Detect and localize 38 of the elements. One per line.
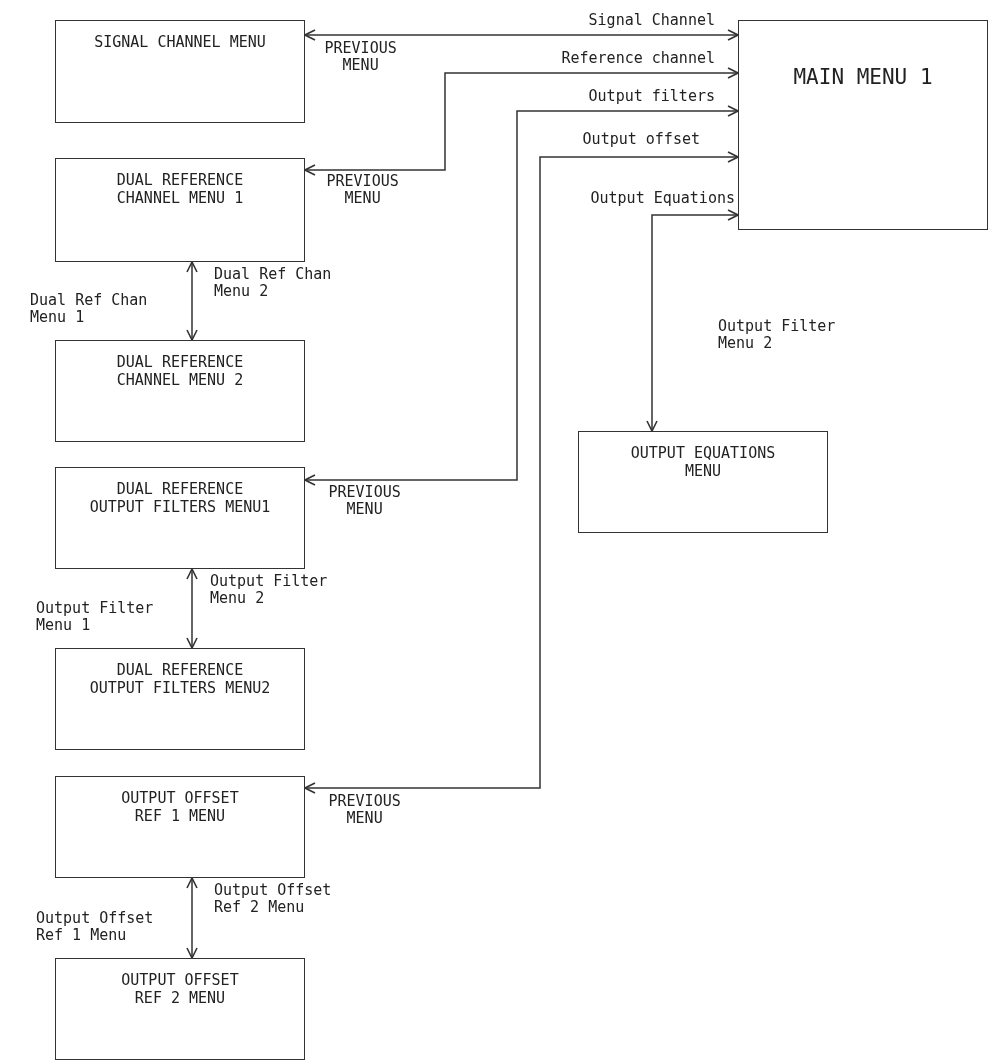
menu-box: [578, 431, 828, 533]
menu-title: MAIN MENU 1: [793, 65, 933, 91]
menu-title: DUAL REFERENCE CHANNEL MENU 2: [115, 353, 245, 389]
arrow-label: PREVIOUS MENU: [327, 793, 402, 828]
menu-box: [55, 158, 305, 262]
edge-label: Output Equations: [590, 190, 735, 208]
connector-arrow: [304, 105, 739, 486]
arrow-label: Dual Ref Chan Menu 1: [30, 292, 149, 327]
menu-box: [55, 776, 305, 878]
menu-box: [55, 20, 305, 123]
menu-box: [55, 958, 305, 1060]
connector-arrow: [304, 29, 739, 41]
menu-box: [55, 340, 305, 442]
menu-box: [55, 467, 305, 569]
edge-label: Signal Channel: [588, 12, 715, 30]
arrow-label: PREVIOUS MENU: [323, 40, 398, 75]
connector-arrow: [304, 67, 739, 176]
arrow-label: PREVIOUS MENU: [327, 484, 402, 519]
menu-title: OUTPUT OFFSET REF 1 MENU: [120, 789, 240, 825]
menu-box: [738, 20, 988, 230]
menu-box: [55, 648, 305, 750]
connector-arrow: [304, 151, 739, 794]
arrow-label: Output Filter Menu 1: [36, 600, 155, 635]
arrow-label: PREVIOUS MENU: [325, 173, 400, 208]
menu-title: DUAL REFERENCE OUTPUT FILTERS MENU2: [89, 661, 271, 697]
connector-arrow: [186, 568, 198, 649]
menu-title: OUTPUT OFFSET REF 2 MENU: [120, 971, 240, 1007]
menu-title: OUTPUT EQUATIONS MENU: [629, 444, 777, 480]
connector-arrow: [646, 209, 739, 432]
connector-arrow: [186, 877, 198, 959]
connector-arrow: [186, 261, 198, 341]
arrow-label: Output Filter Menu 2: [718, 318, 837, 353]
menu-title: SIGNAL CHANNEL MENU: [94, 33, 266, 51]
arrow-label: Output Offset Ref 1 Menu: [36, 910, 155, 945]
edge-label: Output offset: [582, 131, 700, 149]
menu-title: DUAL REFERENCE OUTPUT FILTERS MENU1: [89, 480, 271, 516]
menu-title: DUAL REFERENCE CHANNEL MENU 1: [115, 171, 245, 207]
edge-label: Output filters: [588, 88, 715, 106]
